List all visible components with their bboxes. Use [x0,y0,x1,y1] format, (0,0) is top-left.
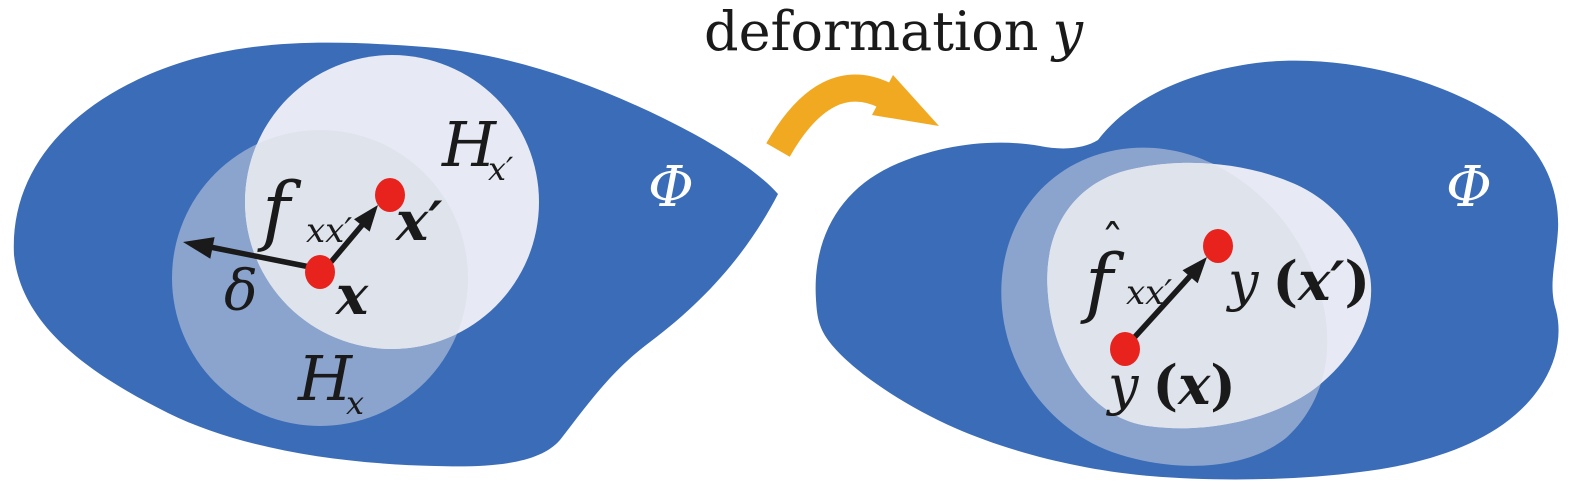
point-xprime [375,178,405,212]
hx-label: H [297,342,354,415]
reference-configuration: f xx′ x′ x δ H x H x′ Φ [13,42,779,467]
y-of-xprime-open-paren: ( [1273,249,1299,313]
y-of-xprime-arg: x′ [1297,249,1344,313]
deformed-configuration: f ˆ xx′ y(x′) y(x) Φ [815,60,1559,480]
y-of-xprime-func: y [1226,250,1260,313]
domain-phi-label-right: Φ [1446,155,1492,220]
deformed-bond-map-hat: ˆ [1101,215,1124,269]
hxprime-label: H [441,108,498,181]
deformation-arrow-shaft [766,74,893,157]
hx-label-subscript: x [346,384,364,422]
deformation-title-word: deformation [704,0,1039,63]
y-of-x-close-paren: ) [1210,353,1236,417]
point-x [305,255,335,289]
bond-arrow-head [354,205,378,232]
bond-arrow-shaft [328,222,366,264]
hxprime-label-subscript: x′ [488,150,514,188]
domain-phi-label-left: Φ [648,155,694,220]
y-of-xprime-label: y(x′) [1226,249,1370,313]
y-of-x-label: y(x) [1106,353,1236,417]
point-xprime-label: x′ [395,189,442,253]
y-of-x-func: y [1106,354,1140,417]
horizon-arrow-shaft [204,243,311,270]
deformation-arrow-head [872,75,939,126]
point-y-of-xprime [1203,229,1233,263]
horizon-arrow-head [183,237,215,259]
point-y-of-x [1110,332,1140,366]
deformed-bond-arrow-shaft [1130,272,1195,341]
deformation-title-symbol: y [1051,0,1085,63]
y-of-x-arg: x [1177,353,1211,417]
y-of-x-open-paren: ( [1153,353,1179,417]
y-of-xprime-close-paren: ) [1345,249,1371,313]
deformed-bond-arrow-head [1182,257,1207,284]
bond-map-subscript: xx′ [306,211,352,251]
point-x-label: x [335,263,369,327]
deformed-bond-map-subscript: xx′ [1126,273,1172,313]
delta-label: δ [224,259,258,324]
